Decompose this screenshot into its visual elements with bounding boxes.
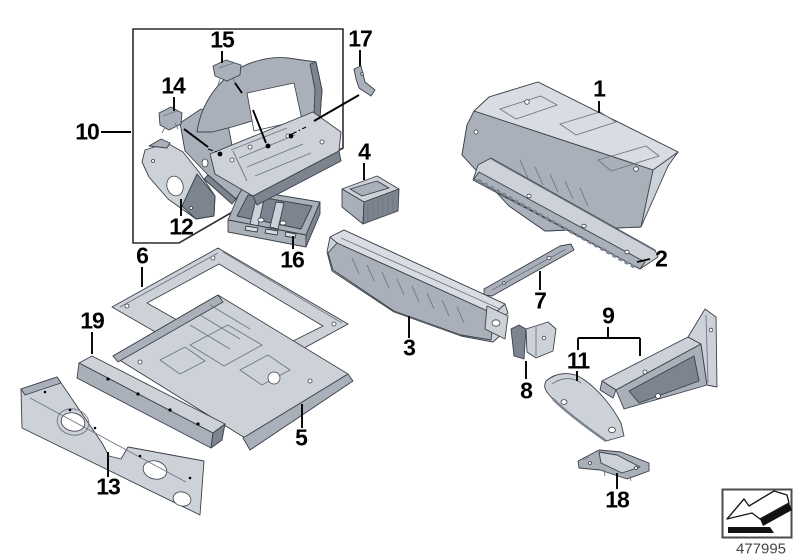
callout-12[interactable]: 12 (169, 213, 194, 240)
callout-13[interactable]: 13 (96, 473, 121, 500)
callout-5[interactable]: 5 (295, 424, 308, 451)
callout-17[interactable]: 17 (348, 25, 373, 52)
part-14-shape (158, 106, 183, 134)
part-16-shape (227, 188, 321, 248)
callout-6[interactable]: 6 (136, 242, 149, 269)
callout-14[interactable]: 14 (161, 72, 186, 99)
part-4-shape (341, 175, 400, 225)
part-7-shape (483, 243, 575, 297)
part-13-shape (20, 376, 205, 516)
leader-lines (91, 50, 651, 489)
pictogram-box (721, 488, 793, 539)
part-18-shape (577, 449, 650, 482)
part-8-shape (510, 321, 557, 360)
part-19-shape (76, 355, 226, 449)
callout-11[interactable]: 11 (566, 347, 590, 374)
part-5-shape (112, 294, 354, 451)
callout-15[interactable]: 15 (210, 26, 235, 53)
part-15-shape (212, 59, 242, 86)
part-9-shape (599, 308, 718, 410)
part-3-shape (326, 229, 509, 343)
diagram-number: 477995 (735, 540, 787, 558)
part-17-shape (353, 65, 376, 97)
callout-16[interactable]: 16 (280, 246, 305, 273)
callout-9[interactable]: 9 (602, 302, 615, 329)
part-2-shape (472, 157, 659, 270)
callout-7[interactable]: 7 (534, 287, 547, 314)
callout-4[interactable]: 4 (358, 138, 371, 165)
callout-8[interactable]: 8 (520, 377, 533, 404)
arrow-down-left-icon (726, 490, 792, 533)
callout-1[interactable]: 1 (593, 75, 606, 102)
callout-3[interactable]: 3 (403, 334, 416, 361)
part-12-shape (141, 138, 216, 220)
callout-19[interactable]: 19 (80, 307, 105, 334)
callout-18[interactable]: 18 (605, 486, 630, 513)
callout-2[interactable]: 2 (655, 245, 668, 272)
callout-10[interactable]: 10 (75, 118, 100, 145)
part-11-shape (544, 373, 625, 443)
